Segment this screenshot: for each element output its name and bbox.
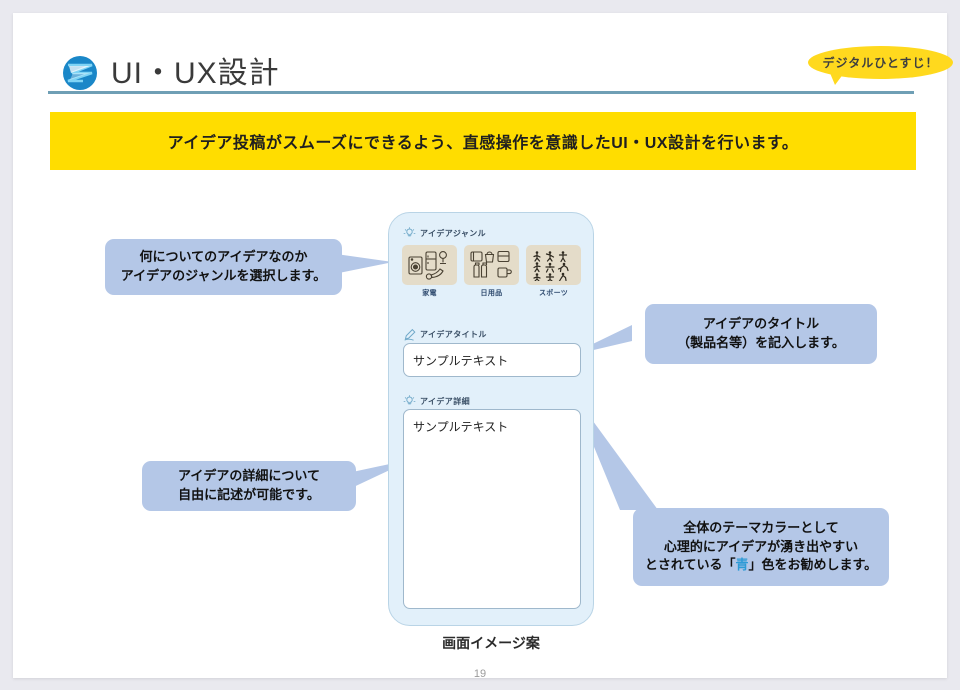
callout-theme-line2: 心理的にアイデアが湧き出やすい — [663, 538, 859, 554]
idea-title-input[interactable]: サンプルテキスト — [403, 343, 581, 377]
lightbulb-icon — [403, 227, 416, 237]
callout-genre: 何についてのアイデアなのか アイデアのジャンルを選択します。 — [105, 239, 342, 295]
slide-page: UI・UX設計 デジタルひとすじ！ アイデア投稿がスムーズにできるよう、直感操作… — [13, 13, 953, 680]
callout-genre-line2: アイデアのジャンルを選択します。 — [120, 268, 327, 283]
company-logo-icon — [61, 54, 99, 92]
phone-mockup: アイデアジャンル — [388, 212, 594, 626]
genre-name: スポーツ — [538, 290, 569, 297]
lightbulb-icon — [403, 395, 416, 405]
genre-section-label: アイデアジャンル — [403, 227, 486, 240]
detail-field-label: アイデア詳細 — [403, 395, 470, 408]
summary-banner: アイデア投稿がスムーズにできるよう、直感操作を意識したUI・UX設計を行います。 — [50, 112, 916, 170]
badge-bubble — [808, 46, 953, 79]
badge-label: デジタルひとすじ！ — [822, 56, 939, 70]
mockup-caption: 画面イメージ案 — [442, 635, 540, 651]
home-appliances-icon — [402, 245, 457, 285]
callout-title-line2: （製品名等）を記入します。 — [677, 335, 845, 350]
genre-option-sports[interactable]: スポーツ — [526, 245, 581, 298]
callout-detail: アイデアの詳細について 自由に記述が可能です。 — [142, 461, 356, 511]
callout-theme-line1: 全体のテーマカラーとして — [683, 519, 839, 535]
genre-name: 家電 — [422, 290, 437, 297]
callout-theme-highlight: 青 — [735, 557, 749, 573]
callout-theme-line3-pre: とされている「 — [644, 557, 736, 573]
summary-banner-text: アイデア投稿がスムーズにできるよう、直感操作を意識したUI・UX設計を行います。 — [167, 135, 799, 152]
genre-option-appliances[interactable]: 家電 — [402, 245, 457, 298]
callout-detail-line1: アイデアの詳細について — [178, 468, 320, 484]
callout-theme-color: 全体のテーマカラーとして 心理的にアイデアが湧き出やすい とされている「青」色を… — [633, 508, 889, 586]
page-title: UI・UX設計 — [111, 57, 280, 90]
callout-detail-line2: 自由に記述が可能です。 — [178, 487, 320, 502]
callout-title-line1: アイデアのタイトル — [702, 316, 820, 332]
callout-theme-line3-post: 」色をお勧めします。 — [748, 557, 878, 573]
genre-name: 日用品 — [480, 290, 503, 297]
detail-label-text: アイデア詳細 — [420, 397, 470, 406]
callout-title: アイデアのタイトル （製品名等）を記入します。 — [645, 304, 877, 364]
idea-detail-textarea[interactable]: サンプルテキスト — [403, 409, 581, 609]
title-field-label: アイデアタイトル — [403, 328, 487, 341]
sports-icon — [526, 245, 581, 285]
header-divider — [48, 91, 914, 94]
slide-header: UI・UX設計 デジタルひとすじ！ — [13, 13, 953, 93]
callout-genre-line1: 何についてのアイデアなのか — [139, 249, 308, 265]
genre-label-text: アイデアジャンル — [420, 229, 487, 238]
title-label-text: アイデアタイトル — [420, 330, 487, 339]
genre-selector[interactable]: 家電 — [402, 245, 582, 298]
callout-theme-line3: とされている「青」色をお勧めします。 — [645, 556, 877, 575]
genre-option-daily-goods[interactable]: 日用品 — [464, 245, 519, 298]
pencil-icon — [404, 328, 416, 341]
daily-goods-icon — [464, 245, 519, 285]
tagline-badge: デジタルひとすじ！ — [808, 46, 953, 85]
page-number: 19 — [473, 668, 487, 680]
